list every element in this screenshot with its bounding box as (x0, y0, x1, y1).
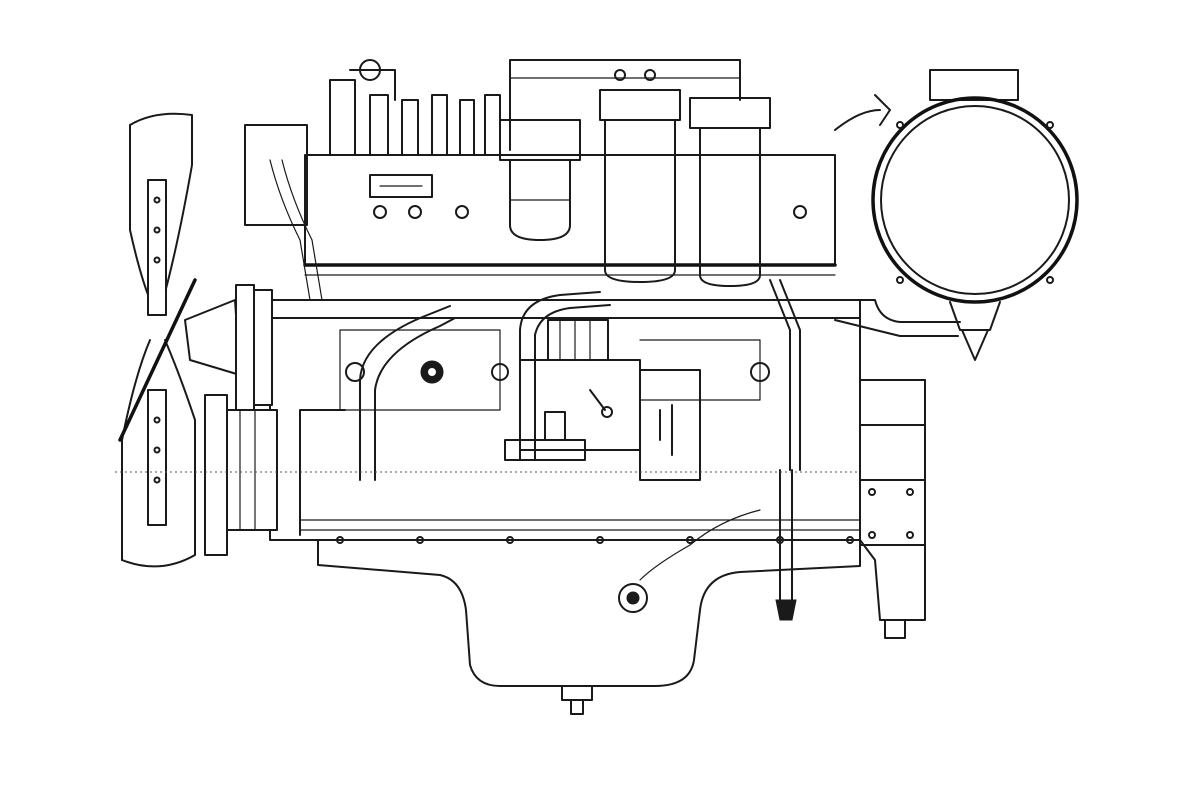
drain-plug (561, 685, 593, 715)
fan-pulley (184, 284, 273, 411)
hoses (269, 159, 801, 481)
engine-mount (859, 379, 926, 639)
cooling-fan (118, 112, 197, 568)
engine-block (269, 299, 861, 544)
oil-pan (317, 539, 861, 687)
dipstick (775, 469, 797, 621)
crankshaft-pulley (204, 394, 278, 556)
turbocharger (834, 69, 1079, 361)
fuel-filter (499, 119, 581, 241)
oil-filter (599, 89, 771, 287)
cylinder-head (244, 59, 837, 276)
sensor (618, 509, 761, 613)
